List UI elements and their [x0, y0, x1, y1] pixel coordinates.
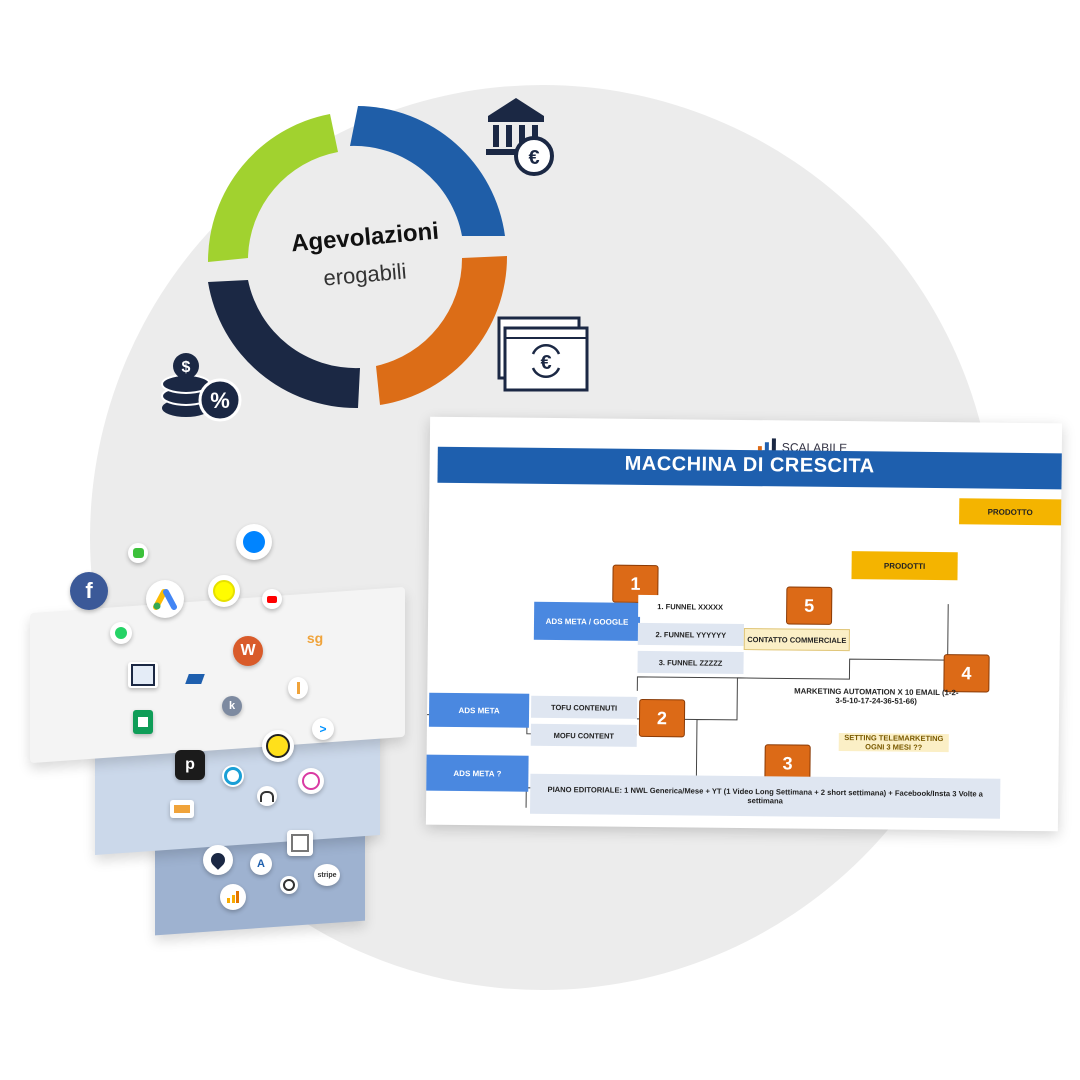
piano-editoriale-box: PIANO EDITORIALE: 1 NWL Generica/Mese + …	[530, 773, 1001, 819]
cycle-segment-blue	[350, 106, 505, 236]
ads-meta-question-box: ADS META ?	[426, 754, 529, 792]
sendinblue-icon: >	[312, 718, 334, 740]
youtube-icon	[262, 589, 282, 609]
marketing-automation-text: MARKETING AUTOMATION X 10 EMAIL (1-2-3-5…	[794, 686, 959, 706]
sheets-icon	[133, 710, 153, 734]
woocommerce-icon: W	[233, 636, 263, 666]
ads-meta-box: ADS META	[428, 692, 530, 728]
sg-icon: sg	[306, 630, 324, 646]
cycle-segment-orange	[376, 256, 508, 405]
zapier-icon	[288, 677, 308, 699]
cycle-segment-green	[207, 114, 338, 262]
location-pin-icon	[203, 845, 233, 875]
contatto-commerciale-box: CONTATTO COMMERCIALE	[743, 627, 850, 652]
svg-text:€: €	[528, 147, 539, 169]
stripe-icon: stripe	[314, 864, 340, 886]
funnel-layer-top	[30, 586, 405, 764]
euro-exchange-icon: €	[497, 316, 589, 392]
step-number-4: 4	[943, 654, 990, 693]
smile-icon	[298, 768, 324, 794]
funnel-1: 1. FUNNEL XXXXX	[638, 594, 743, 618]
messenger-icon	[236, 524, 272, 560]
acrobat-icon: A	[250, 853, 272, 875]
pipedrive-icon: p	[175, 750, 205, 780]
google-ads-icon	[146, 580, 184, 618]
whatsapp-icon	[110, 622, 132, 644]
svg-text:€: €	[540, 352, 551, 374]
facebook-icon: f	[70, 572, 108, 610]
ads-meta-google-box: ADS META / GOOGLE	[533, 601, 641, 641]
location-icon	[222, 765, 244, 787]
kajabi-icon: k	[222, 696, 242, 716]
store-badge-icon	[170, 800, 194, 818]
messages-icon	[128, 543, 148, 563]
google-analytics-icon	[220, 884, 246, 910]
prodotto-box: PRODOTTO	[959, 498, 1062, 526]
prodotti-box: PRODOTTI	[851, 551, 958, 581]
mailchimp-icon	[262, 730, 294, 762]
svg-text:%: %	[210, 388, 230, 413]
funnel-3: 3. FUNNEL ZZZZZ	[637, 650, 744, 674]
mofu-box: MOFU CONTENT	[530, 723, 637, 747]
coins-percent-icon: $ %	[161, 353, 242, 422]
step-number-2: 2	[638, 698, 686, 738]
agevolazioni-cycle-diagram	[207, 106, 508, 409]
tofu-box: TOFU CONTENUTI	[531, 695, 638, 719]
snapchat-icon	[208, 575, 240, 607]
calendar-icon	[287, 830, 313, 856]
step-number-5: 5	[785, 586, 833, 625]
clickfunnels-icon	[128, 662, 158, 688]
funnel-2: 2. FUNNEL YYYYYY	[637, 622, 744, 646]
telemarketing-text: SETTING TELEMARKETING OGNI 3 MESI ??	[838, 732, 949, 753]
svg-text:$: $	[182, 359, 191, 376]
cycle-segment-navy	[208, 280, 360, 409]
buffer-icon	[183, 667, 207, 691]
headphones-icon	[257, 786, 277, 806]
check-icon	[280, 876, 298, 894]
growth-machine-slide: SCALABILE MACCHINA DI CRESCITA PRODOTTO …	[425, 416, 1063, 832]
bank-euro-icon: €	[486, 98, 554, 176]
